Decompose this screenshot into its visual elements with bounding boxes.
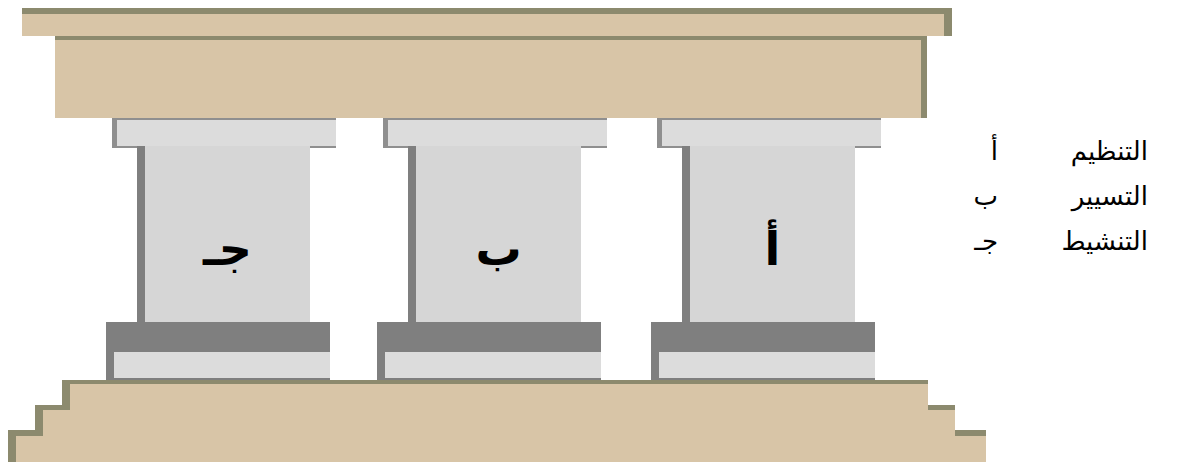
pillar	[106, 118, 336, 380]
key-letter: أ	[991, 136, 998, 167]
pillar-body: أ	[690, 146, 855, 352]
key-letter: جـ	[974, 226, 998, 257]
key-term: التنظيم	[1071, 136, 1148, 167]
key-term: التنشيط	[1061, 226, 1148, 257]
pillar-letter: ب	[475, 224, 521, 275]
pillar	[377, 118, 607, 380]
pillar-letter: أ	[765, 224, 781, 275]
steps	[8, 380, 986, 462]
pillar	[651, 118, 881, 380]
pillar-body: ب	[416, 146, 581, 352]
roof	[22, 8, 952, 118]
key-term: التسيير	[1072, 181, 1148, 212]
pillar-letter: جـ	[203, 224, 252, 275]
pillar-body: جـ	[145, 146, 310, 352]
key-letter: ب	[974, 181, 998, 212]
